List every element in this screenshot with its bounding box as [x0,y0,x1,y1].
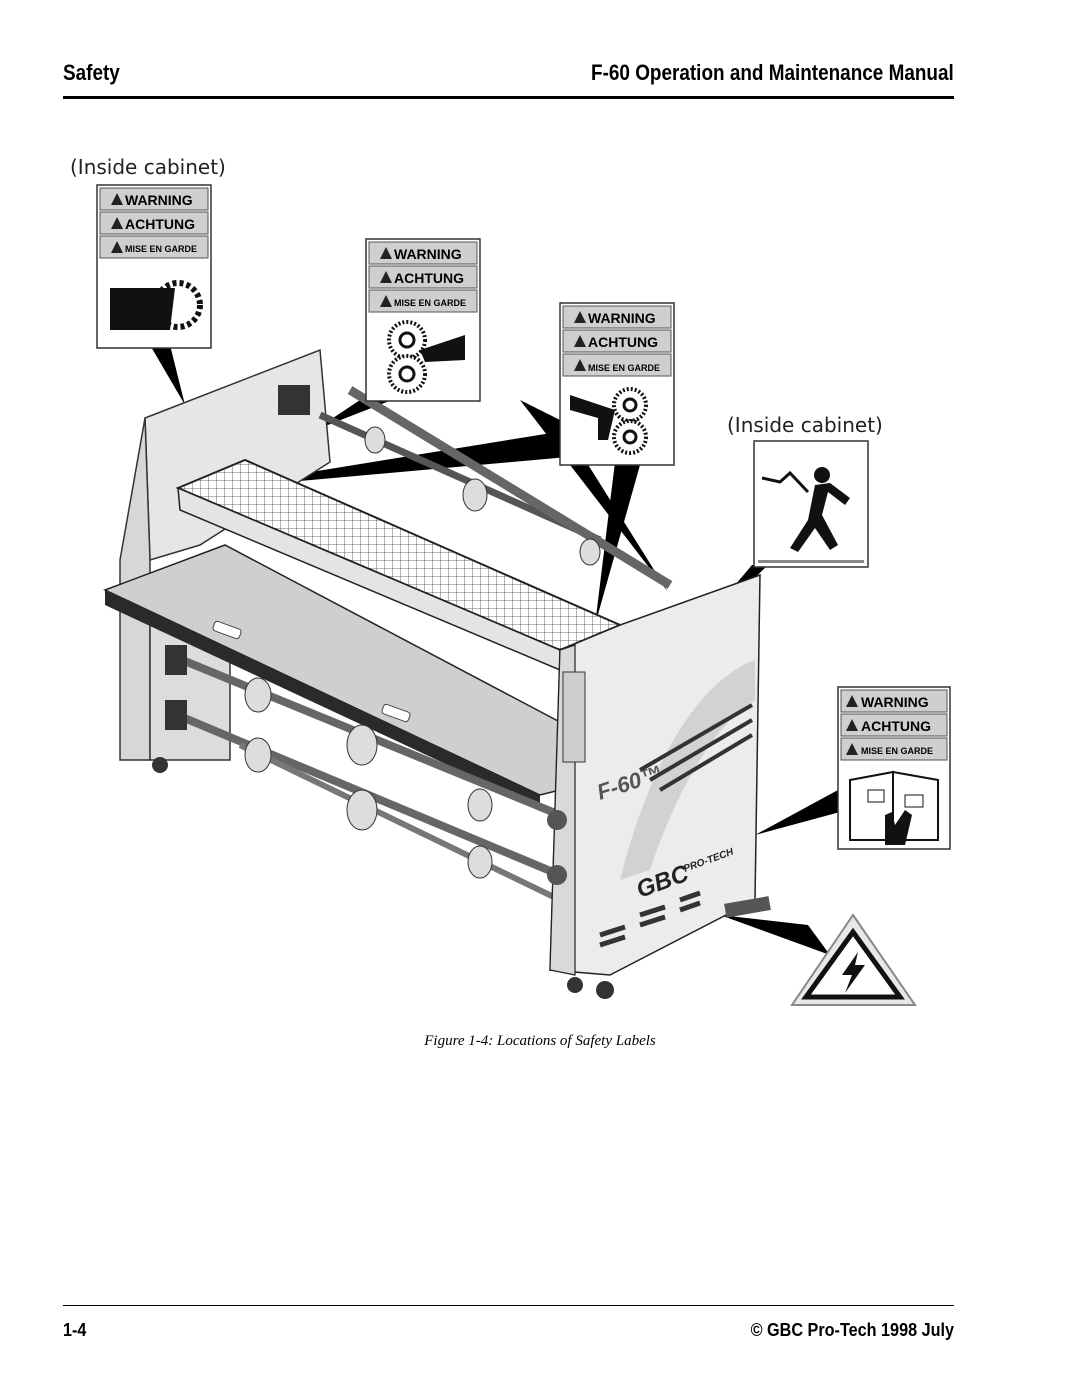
label-achtung-text: ACHTUNG [125,216,195,232]
safety-labels-figure: F-60™ GBC PRO-TECH WARNING ACHTUNG MISE … [96,184,951,1006]
label-mise-en-garde-text: MISE EN GARDE [394,298,466,308]
page-header: Safety F-60 Operation and Maintenance Ma… [63,58,954,99]
label-warning-text: WARNING [588,310,656,326]
page-footer: 1-4 © GBC Pro-Tech 1998 July [63,1305,954,1346]
label-warning-text: WARNING [861,694,929,710]
warning-label-rollers-2: WARNING ACHTUNG MISE EN GARDE [559,302,675,466]
warning-label-rollers-1: WARNING ACHTUNG MISE EN GARDE [365,238,481,402]
warning-label-read-manual: WARNING ACHTUNG MISE EN GARDE [837,686,951,850]
page-number: 1-4 [63,1320,87,1340]
label-mise-en-garde-text: MISE EN GARDE [125,244,197,254]
figure-caption: Figure 1-4: Locations of Safety Labels [424,1033,656,1049]
copyright-text: © GBC Pro-Tech 1998 July [750,1320,954,1340]
label-warning-text: WARNING [125,192,193,208]
high-voltage-triangle-label [790,913,917,1006]
manual-title: F-60 Operation and Maintenance Manual [591,60,954,85]
label-warning-text: WARNING [394,246,462,262]
label-achtung-text: ACHTUNG [861,718,931,734]
label-mise-en-garde-text: MISE EN GARDE [861,746,933,756]
label-achtung-text: ACHTUNG [588,334,658,350]
label-mise-en-garde-text: MISE EN GARDE [588,363,660,373]
section-title: Safety [63,60,120,85]
warning-label-electric-shock [753,440,869,568]
warning-label-chain: WARNING ACHTUNG MISE EN GARDE [96,184,212,349]
callout-inside-cabinet-right: (Inside cabinet) [727,413,883,437]
callout-inside-cabinet-left: (Inside cabinet) [70,155,226,179]
label-achtung-text: ACHTUNG [394,270,464,286]
